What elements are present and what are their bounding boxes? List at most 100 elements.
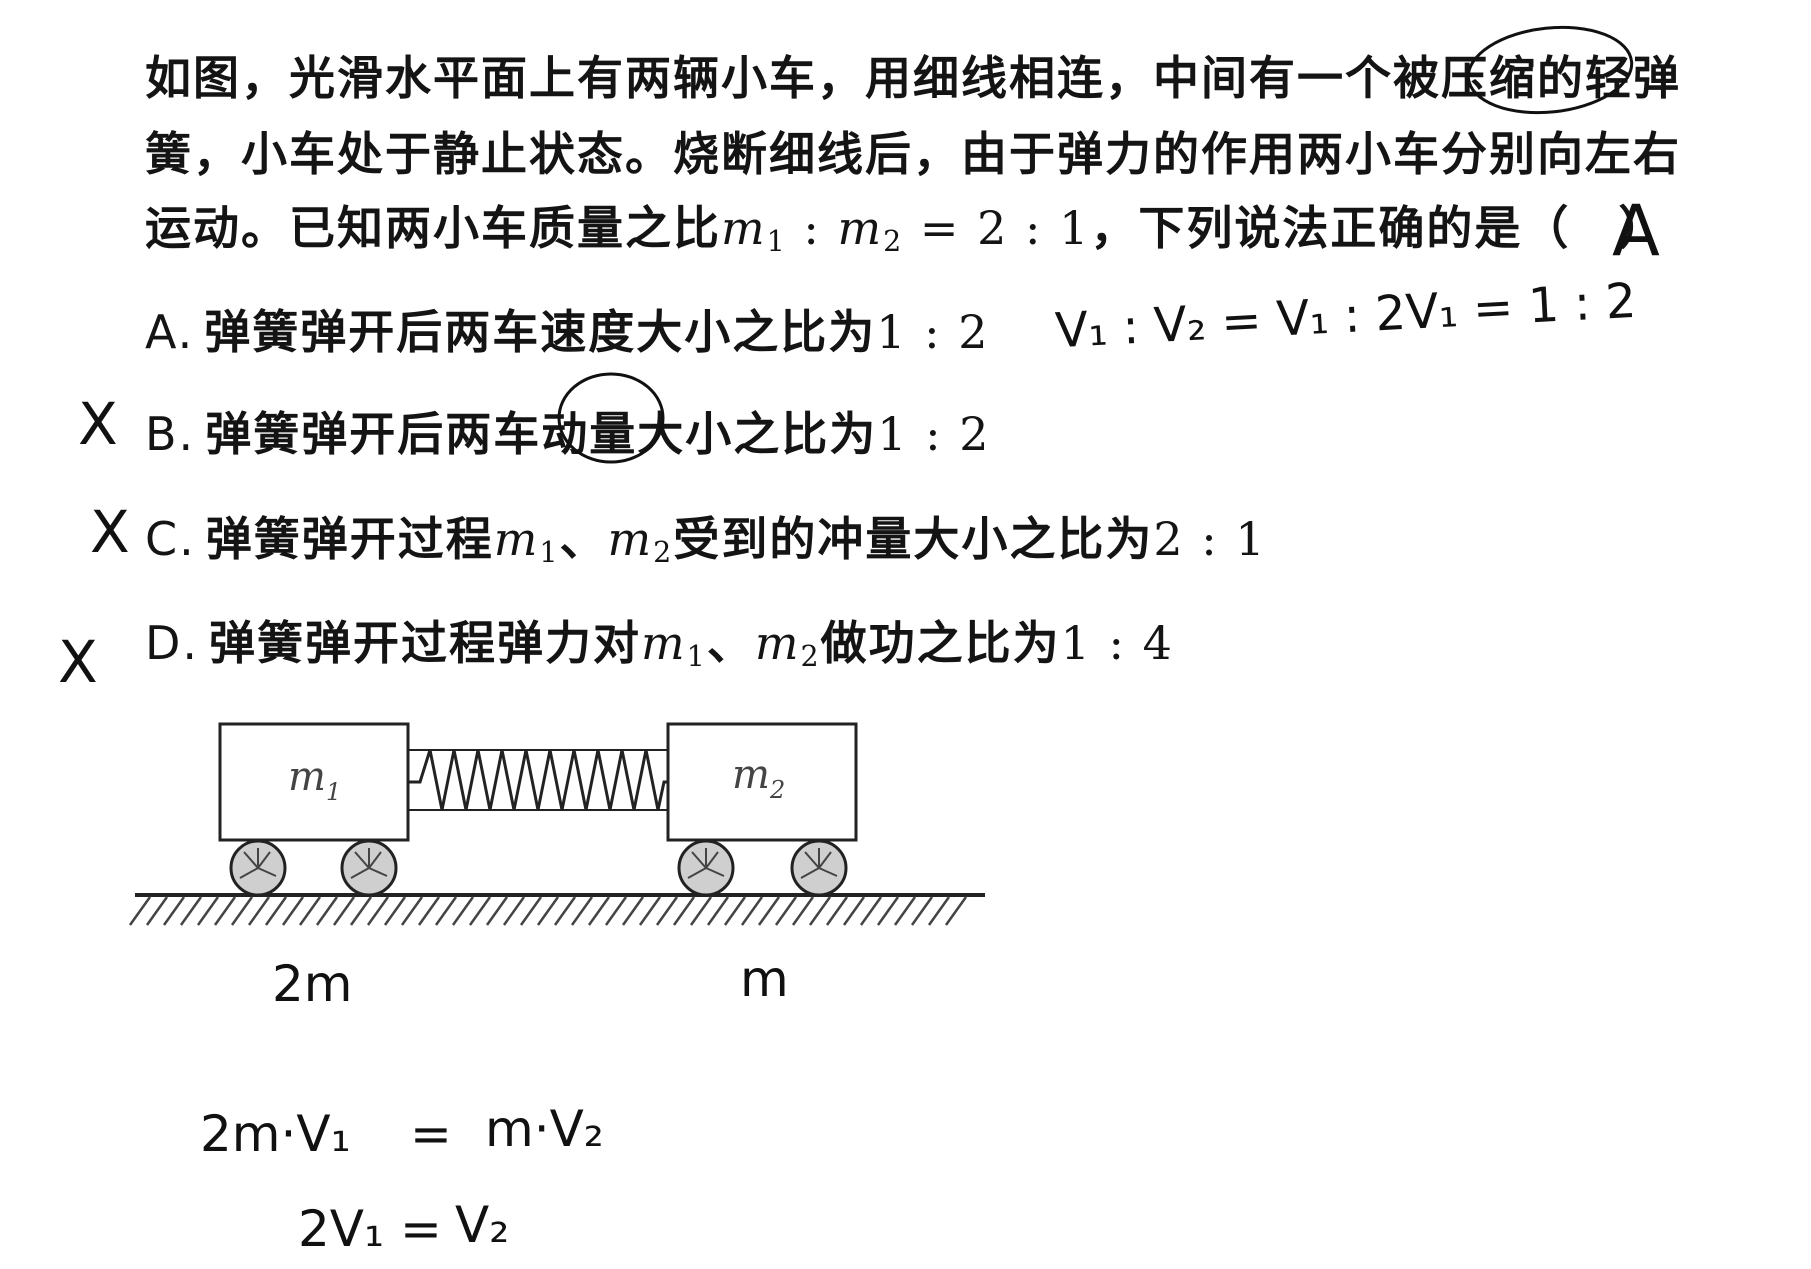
cart-2-wheel-right [790,839,848,897]
option-a-value: 1 : 2 [876,305,990,359]
option-b-text-before: 弹簧弹开后两车 [205,407,542,461]
hatch-mark [723,896,747,926]
option-d-value: 1 : 4 [1060,616,1174,670]
option-d-letter: D. [145,616,200,670]
hatch-mark [587,896,611,926]
option-c-text-after: 受到的冲量大小之比为 [673,512,1154,566]
handwritten-mass-right: m [740,950,789,1008]
hatch-mark [876,896,900,926]
spring [408,749,668,811]
hatch-mark [264,896,288,926]
hatch-mark [230,896,254,926]
cart-2-label: m2 [732,752,785,804]
hatch-mark [332,896,356,926]
cart-1-label: m1 [288,754,341,806]
hatch-mark [757,896,781,926]
handwritten-eq2-right: V₂ [455,1196,510,1254]
question-text-1: 如图，光滑水平面上有两辆小车，用细线相连，中间有一个被压缩的轻弹 [145,51,1681,105]
question-line-3: 运动。已知两小车质量之比m1 : m2 = 2 : 1，下列说法正确的是（ ） [145,192,1666,258]
hatch-mark [672,896,696,926]
hatch-mark [774,896,798,926]
hatch-mark [366,896,390,926]
ground-hatching [128,896,968,926]
hatch-mark [706,896,730,926]
option-a: A.弹簧弹开后两车速度大小之比为1 : 2 [145,296,990,362]
hatch-mark [213,896,237,926]
handwritten-mark-d: X [58,628,98,696]
mass-ratio-formula: m1 : m2 = 2 : 1 [721,201,1091,259]
hatch-mark [553,896,577,926]
option-a-letter: A. [145,305,195,359]
option-d-m1: m1 [641,616,707,674]
handwritten-eq2-left: 2V₁ [298,1200,385,1258]
hatch-mark [162,896,186,926]
hatch-mark [536,896,560,926]
handwritten-answer: A [1612,190,1660,272]
hatch-mark [417,896,441,926]
cart-1-body [218,722,410,842]
handwritten-mark-b: X [78,390,118,458]
hatch-mark [825,896,849,926]
cart-1-wheel-left [229,839,287,897]
option-c-value: 2 : 1 [1153,512,1267,566]
hatch-mark [196,896,220,926]
hatch-mark [910,896,934,926]
hatch-mark [808,896,832,926]
cart-1-wheel-right [340,839,398,897]
question-text-3: 运动。已知两小车质量之比 [145,201,721,255]
hatch-mark [485,896,509,926]
hatch-mark [179,896,203,926]
hatch-mark [638,896,662,926]
option-b-value: 1 : 2 [877,407,991,461]
hatch-mark [400,896,424,926]
hatch-mark [621,896,645,926]
hatch-mark [247,896,271,926]
question-text-2: 簧，小车处于静止状态。烧断细线后，由于弹力的作用两小车分别向左右 [145,127,1681,181]
hatch-mark [859,896,883,926]
option-d-sep: 、 [706,616,755,670]
hatch-mark [791,896,815,926]
hatch-mark [145,896,169,926]
hatch-mark [944,896,968,926]
hatch-mark [519,896,543,926]
question-tail: ，下列说法正确的是（ [1090,201,1571,255]
handwritten-mass-left: 2m [272,955,353,1013]
option-b-text-circled: 动量 [541,407,638,461]
cart-2-body [666,722,858,842]
option-d-text-before: 弹簧弹开过程弹力对 [209,616,642,670]
hatch-mark [689,896,713,926]
hatch-mark [451,896,475,926]
hatch-mark [570,896,594,926]
handwritten-eq2-eq: = [400,1200,442,1258]
circle-bei-ya-suo [1466,25,1634,115]
handwritten-eq1-eq: = [410,1105,452,1163]
option-d: D.弹簧弹开过程弹力对m1、m2做功之比为1 : 4 [145,607,1174,673]
option-d-text-after: 做功之比为 [820,616,1061,670]
question-line-2: 簧，小车处于静止状态。烧断细线后，由于弹力的作用两小车分别向左右 [145,118,1681,184]
hatch-mark [434,896,458,926]
hatch-mark [128,896,152,926]
handwritten-eq1-left: 2m·V₁ [200,1105,351,1163]
option-c: C.弹簧弹开过程m1、m2受到的冲量大小之比为2 : 1 [145,503,1267,569]
question-close-paren: ） [1618,201,1667,255]
option-c-m2: m2 [607,512,674,570]
hatch-mark [502,896,526,926]
option-b-letter: B. [145,407,196,461]
option-c-text-before: 弹簧弹开过程 [205,512,494,566]
option-b-text-after: 大小之比为 [637,407,878,461]
hatch-mark [349,896,373,926]
option-d-m2: m2 [754,616,821,674]
hatch-mark [281,896,305,926]
option-c-m1: m1 [493,512,560,570]
hatch-mark [893,896,917,926]
hatch-mark [655,896,679,926]
hatch-mark [468,896,492,926]
option-c-letter: C. [145,512,196,566]
handwritten-mark-c: X [90,498,130,566]
handwritten-eq1-right: m·V₂ [485,1100,604,1158]
option-b: B.弹簧弹开后两车动量大小之比为1 : 2 [145,398,990,464]
hatch-mark [298,896,322,926]
hatch-mark [842,896,866,926]
hatch-mark [383,896,407,926]
